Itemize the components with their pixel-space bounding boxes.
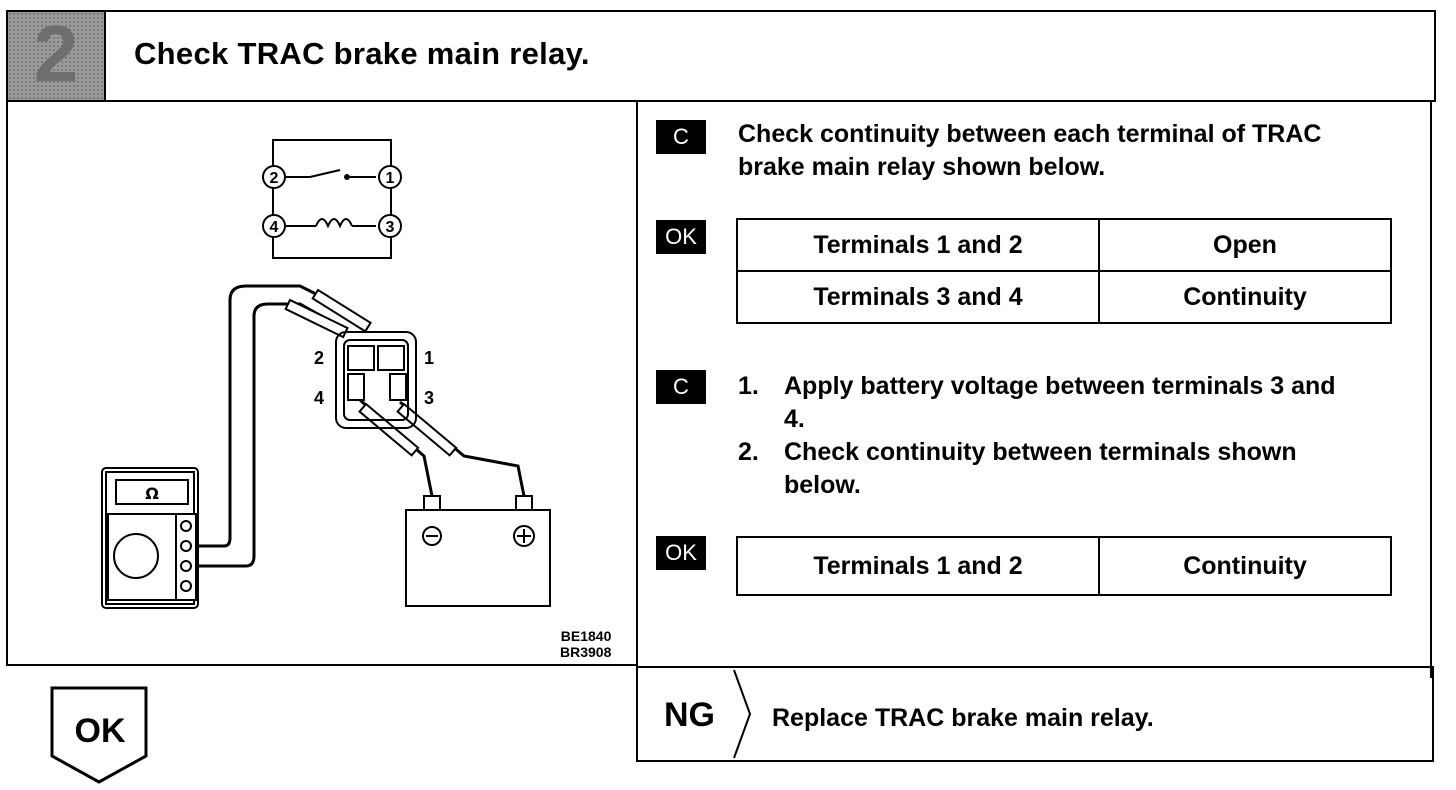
schematic-terminal-1: 1 [386,170,395,187]
ok-label: OK [74,712,126,750]
schematic-terminal-2: 2 [270,170,279,187]
ng-action: Replace TRAC brake main relay. [772,704,1154,732]
diagram-panel [6,100,638,666]
list-item: 2. Check continuity between terminals sh… [738,436,1398,502]
check-instruction: Check continuity between each terminal o… [738,118,1398,184]
table-row: Terminals 3 and 4 Continuity [736,270,1392,324]
step-header [6,10,1436,102]
connector-terminal-2: 2 [314,348,324,368]
step-title: Check TRAC brake main relay. [134,36,590,71]
check-badge: C [656,370,706,404]
table-row: Terminals 1 and 2 Continuity [736,536,1392,596]
table-cell: Terminals 1 and 2 [736,218,1100,272]
table-cell: Terminals 3 and 4 [736,270,1100,324]
item-number: 2. [738,438,759,466]
schematic-terminal-4: 4 [270,219,279,236]
item-line: Apply battery voltage between terminals … [784,372,1336,400]
table-cell: Open [1098,218,1392,272]
check-steps: 1. Apply battery voltage between termina… [738,370,1398,502]
instructions-panel [636,100,1432,678]
table-cell: Continuity [1098,536,1392,596]
ng-result-box [636,666,1434,762]
ng-arrow-icon [733,669,752,759]
step-number: 2 [33,9,79,98]
figure-code: BR3908 [560,644,612,660]
ohm-symbol: Ω [145,484,159,503]
ok-badge: OK [656,536,706,570]
item-line: below. [784,471,861,499]
list-item: 1. Apply battery voltage between termina… [738,370,1398,436]
item-line: Check continuity between terminals shown [784,438,1297,466]
spec-table: Terminals 1 and 2 Open Terminals 3 and 4… [736,218,1392,324]
figure-code: BE1840 [560,628,612,644]
ng-label: NG [664,696,715,734]
table-row: Terminals 1 and 2 Open [736,218,1392,272]
schematic-terminal-3: 3 [386,219,395,236]
table-cell: Terminals 1 and 2 [736,536,1100,596]
figure-codes: BE1840 BR3908 [560,628,611,660]
check-badge: C [656,120,706,154]
relay-diagram: 2 1 4 3 2 1 4 3 [101,139,551,609]
connector-terminal-4: 4 [314,388,324,408]
table-cell: Continuity [1098,270,1392,324]
step-number-box: 2 [8,9,104,100]
connector-terminal-1: 1 [424,348,434,368]
connector-terminal-3: 3 [424,388,434,408]
ok-arrow-shape [50,686,148,784]
item-line: 4. [784,405,805,433]
schematic-box [272,139,392,259]
instruction-line: Check continuity between each terminal o… [738,120,1322,148]
spec-table: Terminals 1 and 2 Continuity [736,536,1392,596]
step-number-divider [104,12,106,100]
battery [405,509,551,607]
item-number: 1. [738,372,759,400]
instruction-line: brake main relay shown below. [738,153,1106,181]
ok-badge: OK [656,220,706,254]
